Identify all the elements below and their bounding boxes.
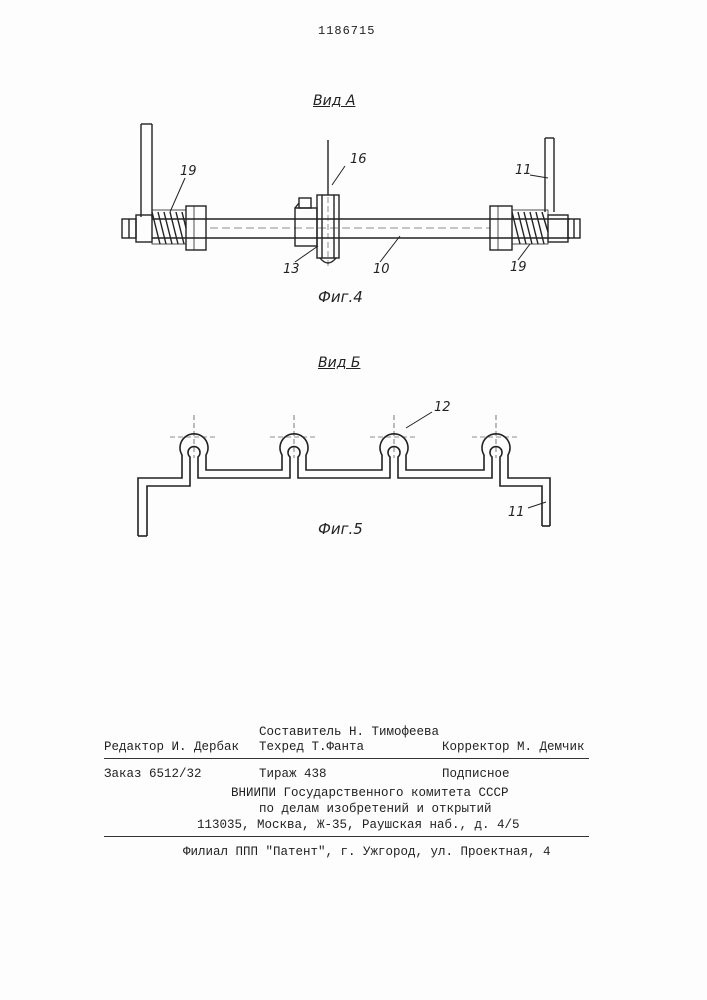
fig5-caption: Фиг.5 bbox=[318, 520, 363, 538]
imprint-subscription: Подписное bbox=[442, 767, 510, 781]
imprint-compiler: Составитель Н. Тимофеева bbox=[259, 725, 439, 739]
imprint-editor: Редактор И. Дербак bbox=[104, 740, 239, 754]
imprint-org-line1: ВНИИПИ Государственного комитета СССР bbox=[231, 786, 509, 800]
imprint-techred: Техред Т.Фанта bbox=[259, 740, 364, 754]
fig5-label-12: 12 bbox=[434, 400, 451, 415]
fig5-label-11: 11 bbox=[508, 505, 525, 520]
imprint-org-line2: по делам изобретений и открытий bbox=[259, 802, 492, 816]
imprint-rule-2 bbox=[104, 836, 589, 837]
imprint-org-line3: 113035, Москва, Ж-35, Раушская наб., д. … bbox=[197, 818, 520, 832]
imprint-corrector: Корректор М. Демчик bbox=[442, 740, 585, 754]
imprint-rule-1 bbox=[104, 758, 589, 759]
imprint-branch: Филиал ППП "Патент", г. Ужгород, ул. Про… bbox=[183, 845, 551, 859]
imprint-circulation: Тираж 438 bbox=[259, 767, 327, 781]
imprint-order: Заказ 6512/32 bbox=[104, 767, 202, 781]
